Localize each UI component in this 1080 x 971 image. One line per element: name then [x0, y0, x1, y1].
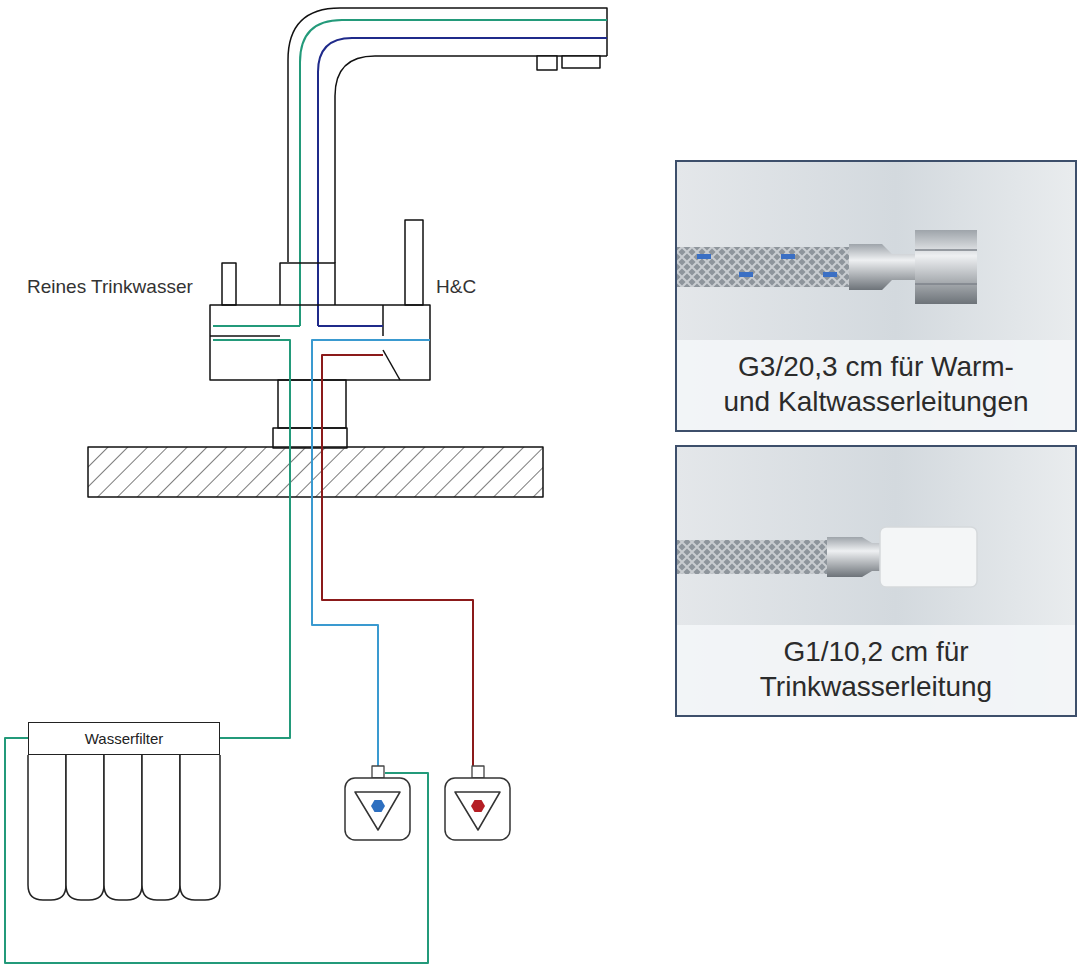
filter-cartridges: [28, 755, 220, 900]
cold-water-line: [312, 340, 430, 770]
outlet: [562, 56, 600, 68]
mixed-water-line: [318, 325, 383, 327]
handle: [222, 263, 236, 305]
faucet-body: [210, 305, 430, 380]
caption-text: G3/20,3 cm für Warm- und Kaltwasserleitu…: [677, 340, 1075, 430]
spout-outline: [335, 56, 607, 263]
hose-caption-panel: G3/20,3 cm für Warm- und Kaltwasserleitu…: [675, 160, 1077, 432]
outlet: [537, 56, 557, 70]
outlet-label: H&C: [434, 276, 478, 298]
filter-head-box: Wasserfilter: [28, 722, 220, 755]
box-label: Wasserfilter: [77, 730, 172, 747]
outlet-label: Reines Trinkwasser: [25, 276, 195, 298]
pure-water-line: [213, 340, 290, 738]
faucet-base: [273, 428, 347, 448]
filter-feed-line: [5, 738, 428, 963]
hot-water-line: [322, 355, 473, 770]
faucet-column: [280, 263, 335, 305]
caption-text: G1/10,2 cm für Trinkwasserleitung: [677, 625, 1075, 715]
handle: [405, 220, 423, 305]
spout-outline: [288, 8, 607, 262]
mixed-water-channel: [318, 38, 607, 326]
hot-valve: [445, 766, 510, 840]
pure-water-line: [213, 325, 300, 327]
pure-water-channel: [300, 20, 607, 326]
hose-caption-panel: G1/10,2 cm für Trinkwasserleitung: [675, 445, 1077, 717]
cold-valve: [345, 766, 410, 840]
countertop: [88, 447, 543, 497]
